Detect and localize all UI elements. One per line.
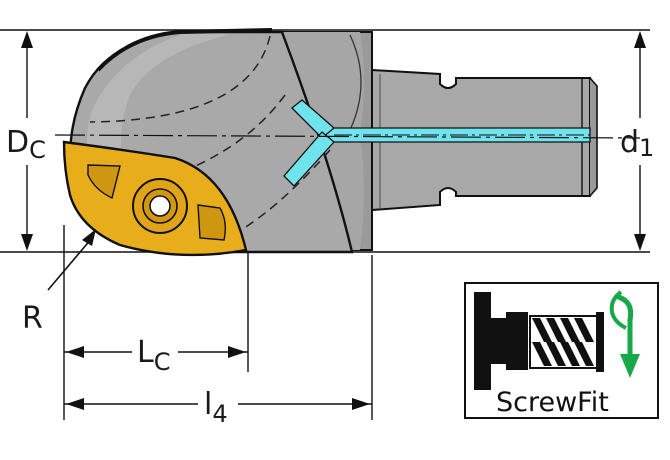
lc-label: LC (137, 335, 170, 376)
insert-screw-hole (149, 195, 171, 217)
coolant-upper-branch (291, 99, 336, 139)
d1-label: d1 (620, 125, 654, 162)
reference-lines (0, 29, 650, 420)
dimension-lc: LC (64, 335, 248, 376)
dimension-l4: l4 (64, 387, 372, 428)
coolant-channels (283, 99, 591, 187)
screw-thread-icon (474, 292, 604, 390)
screwfit-badge: ScrewFit (464, 282, 659, 419)
rotate-down-arrow-icon (609, 290, 640, 378)
axis-centerline (54, 134, 641, 139)
cutting-insert (62, 140, 248, 257)
dimension-dc: DC (6, 31, 46, 251)
l4-label: l4 (204, 387, 228, 428)
r-label: R (22, 301, 43, 336)
radius-r: R (22, 229, 96, 336)
screwfit-text: ScrewFit (496, 387, 609, 418)
dimension-d1: d1 (620, 31, 654, 251)
dc-label: DC (6, 125, 46, 164)
coolant-lower-branch (283, 131, 335, 187)
